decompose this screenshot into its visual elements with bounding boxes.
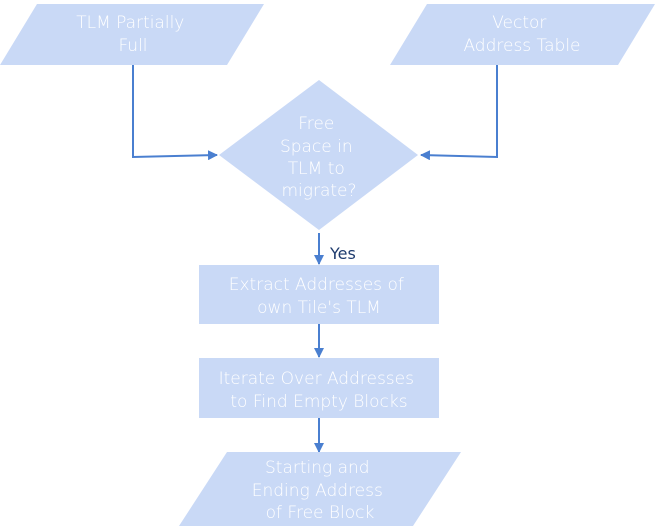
decision-line-1: Free	[298, 114, 334, 134]
yes-edge-label: Yes	[329, 244, 356, 263]
svg-text:Iterate Over Addresses t: Iterate Over Addresses to Find Empty Blo…	[219, 369, 420, 412]
svg-text:TLM Partially Full: TLM Partially Full	[76, 13, 190, 56]
tlm-partially-full-node: TLM Partially Full	[0, 4, 264, 65]
connector-vat-to-decision	[420, 65, 498, 161]
vector-address-table-line-2: Address Table	[463, 36, 580, 56]
decision-line-2: Space in	[280, 137, 353, 157]
iterate-addresses-node: Iterate Over Addresses to Find Empty Blo…	[199, 358, 439, 418]
vector-address-table-node: Vector Address Table	[390, 4, 655, 65]
connector-tlm-to-decision	[132, 65, 218, 161]
start-end-address-line-1: Starting and	[265, 458, 370, 478]
iterate-addresses-line-1: Iterate Over Addresses	[219, 369, 414, 389]
svg-text:Free Space in TLM: Free Space in TLM to migrate?	[280, 114, 358, 201]
decision-line-3: TLM to	[288, 159, 345, 179]
svg-text:Vector Address Table: Vector Address Table	[463, 13, 580, 56]
tlm-partially-full-line-2: Full	[118, 36, 147, 56]
iterate-addresses-line-2: to Find Empty Blocks	[230, 392, 407, 412]
start-end-address-line-2: Ending Address	[252, 481, 383, 501]
extract-addresses-node: Extract Addresses of own Tile's TLM	[199, 265, 439, 324]
tlm-partially-full-line-1: TLM Partially	[76, 13, 184, 33]
decision-line-4: migrate?	[281, 181, 356, 201]
svg-text:Extract Addresses of own: Extract Addresses of own Tile's TLM	[229, 275, 410, 318]
start-end-address-node: Starting and Ending Address of Free Bloc…	[179, 452, 461, 526]
extract-addresses-line-2: own Tile's TLM	[257, 298, 381, 318]
extract-addresses-line-1: Extract Addresses of	[229, 275, 404, 295]
vector-address-table-line-1: Vector	[492, 13, 546, 33]
start-end-address-line-3: of Free Block	[266, 503, 375, 523]
free-space-decision-node: Free Space in TLM to migrate?	[219, 80, 418, 230]
svg-text:Starting and Ending Addr: Starting and Ending Address of Free Bloc…	[252, 458, 389, 523]
